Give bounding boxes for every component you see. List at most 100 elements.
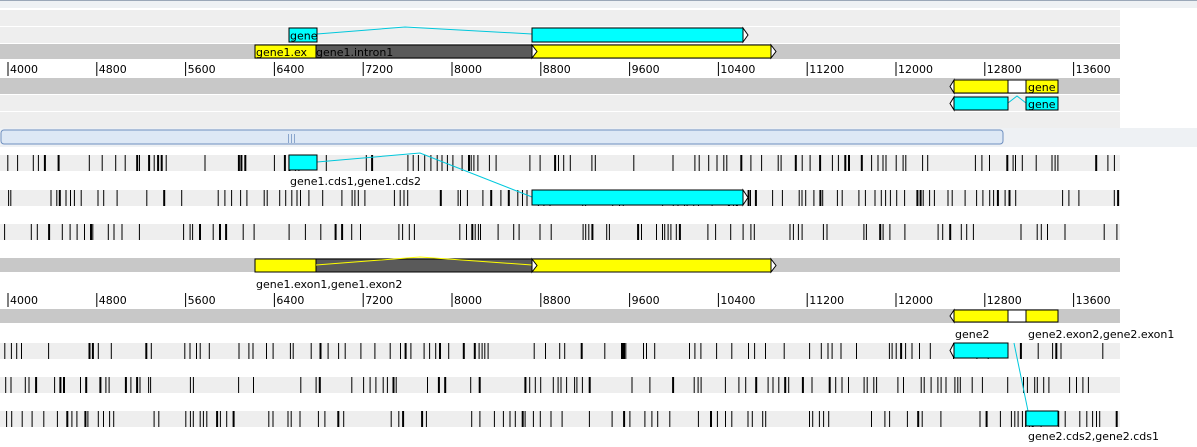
- stop-codon-bar: [1019, 343, 1022, 359]
- stop-codon-bar: [158, 411, 160, 427]
- detail-gene2-utr-box[interactable]: [1007, 309, 1027, 323]
- stop-codon-bar: [754, 343, 756, 359]
- detail-panel[interactable]: gene1.cds1,gene1.cds2 gene1.exon1,gene1.…: [0, 152, 1174, 443]
- stop-codon-bar: [157, 155, 160, 171]
- stop-codon-bar: [959, 377, 961, 393]
- detail-gene2-cds-label: gene2.cds2,gene2.cds1: [1028, 430, 1159, 443]
- detail-gene2-exon1-box[interactable]: [1025, 309, 1059, 323]
- stop-codon-bar: [621, 343, 623, 359]
- overview-gene2-utr-box[interactable]: [1007, 79, 1027, 94]
- stop-codon-bar: [765, 343, 766, 359]
- horizontal-scrollbar[interactable]: |||: [0, 128, 1197, 147]
- stop-codon-bar: [139, 377, 141, 393]
- detail-gene2-cds1-box[interactable]: [1025, 410, 1059, 427]
- stop-codon-bar: [107, 224, 109, 240]
- stop-codon-bar: [698, 155, 700, 171]
- stop-codon-bar: [895, 155, 897, 171]
- stop-codon-bar: [474, 224, 476, 240]
- stop-codon-bar: [108, 377, 110, 393]
- stop-codon-bar: [351, 377, 353, 393]
- stop-codon-bar: [989, 190, 991, 206]
- ruler-tick-label: 13600: [1076, 294, 1111, 307]
- detail-gene1-cds1-box[interactable]: [288, 154, 318, 171]
- stop-codon-bar: [478, 343, 480, 359]
- stop-codon-bar: [1035, 155, 1037, 171]
- stop-codon-bar: [146, 190, 148, 206]
- stop-codon-bar: [558, 155, 559, 171]
- stop-codon-bar: [826, 224, 828, 240]
- ruler-tick-label: 8000: [454, 294, 482, 307]
- stop-codon-bar: [669, 411, 671, 427]
- stop-codon-bar: [823, 411, 825, 427]
- stop-codon-bar: [436, 155, 438, 171]
- stop-codon-bar: [10, 190, 12, 206]
- stop-codon-bar: [828, 411, 830, 427]
- overview-gene2-cds1-box[interactable]: [1025, 96, 1059, 111]
- ruler-tick-label: 12000: [898, 294, 933, 307]
- stop-codon-bar: [885, 155, 887, 171]
- stop-codon-bar: [517, 190, 519, 206]
- overview-gene1-exon2-box[interactable]: [531, 44, 772, 59]
- detail-gene1-exon1-box[interactable]: [254, 258, 317, 273]
- overview-gene2-exon2-box[interactable]: [953, 79, 1009, 94]
- overview-exon-join-marker: [531, 43, 538, 60]
- stop-codon-bar: [4, 224, 6, 240]
- stop-codon-bar: [539, 155, 541, 171]
- stop-codon-bar: [386, 377, 388, 393]
- stop-codon-bar: [904, 190, 906, 206]
- stop-codon-bar: [448, 343, 450, 359]
- stop-codon-bar: [982, 190, 984, 206]
- stop-codon-bar: [452, 155, 454, 171]
- overview-gene1-cds2-box[interactable]: [531, 27, 744, 43]
- stop-codon-bar: [136, 377, 139, 393]
- stop-codon-bar: [219, 411, 221, 427]
- stop-codon-bar: [725, 411, 726, 427]
- stop-codon-bar: [130, 377, 132, 393]
- stop-codon-bar: [189, 411, 191, 427]
- ruler-tick-label: 4800: [99, 294, 127, 307]
- stop-codon-bar: [113, 224, 115, 240]
- overview-gene2-cds2-box[interactable]: [953, 96, 1009, 111]
- stop-codon-bar: [424, 155, 426, 171]
- detail-gene1-cds2-box[interactable]: [531, 189, 744, 206]
- stop-codon-bar: [646, 343, 647, 359]
- stop-codon-bar: [484, 343, 486, 359]
- detail-gene2-exon2-box[interactable]: [953, 309, 1009, 323]
- stop-codon-bar: [888, 343, 890, 359]
- detail-gene1-exon-label: gene1.exon1,gene1.exon2: [256, 278, 402, 291]
- stop-codon-bar: [238, 343, 240, 359]
- overview-track-6: [0, 112, 1120, 128]
- stop-codon-bar: [357, 190, 359, 206]
- stop-codon-bar: [916, 190, 919, 206]
- scrollbar-grip[interactable]: |||: [287, 134, 296, 144]
- stop-codon-bar: [608, 224, 610, 240]
- stop-codon-bar: [1006, 155, 1009, 171]
- detail-gene2-exon-label: gene2.exon2,gene2.exon1: [1028, 328, 1174, 341]
- detail-gene1-exon2-box[interactable]: [531, 258, 772, 273]
- stop-codon-bar: [1014, 411, 1016, 427]
- stop-codon-bar: [1076, 377, 1077, 393]
- overview-gene2-exon-label: gene: [1028, 81, 1056, 94]
- stop-codon-bar: [700, 377, 702, 393]
- stop-codon-bar: [697, 377, 699, 393]
- scrollbar-thumb[interactable]: [0, 129, 1004, 145]
- stop-codon-bar: [809, 343, 811, 359]
- stop-codon-bar: [402, 411, 405, 427]
- stop-codon-bar: [772, 377, 774, 393]
- detail-gene2-cds2-box[interactable]: [953, 342, 1009, 359]
- stop-codon-bar: [490, 190, 493, 206]
- stop-codon-bar: [514, 411, 516, 427]
- overview-gene1-cds1-box[interactable]: [288, 27, 318, 43]
- detail-gene1-intron-box[interactable]: [315, 258, 533, 273]
- stop-codon-bar: [217, 190, 219, 206]
- stop-codon-bar: [831, 343, 833, 359]
- stop-codon-bar: [585, 224, 587, 240]
- stop-codon-bar: [398, 411, 400, 427]
- stop-codon-bar: [202, 411, 204, 427]
- stop-codon-bar: [922, 155, 924, 171]
- overview-gene2-exon1-box[interactable]: [1025, 79, 1059, 94]
- stop-codon-bar: [1103, 224, 1105, 240]
